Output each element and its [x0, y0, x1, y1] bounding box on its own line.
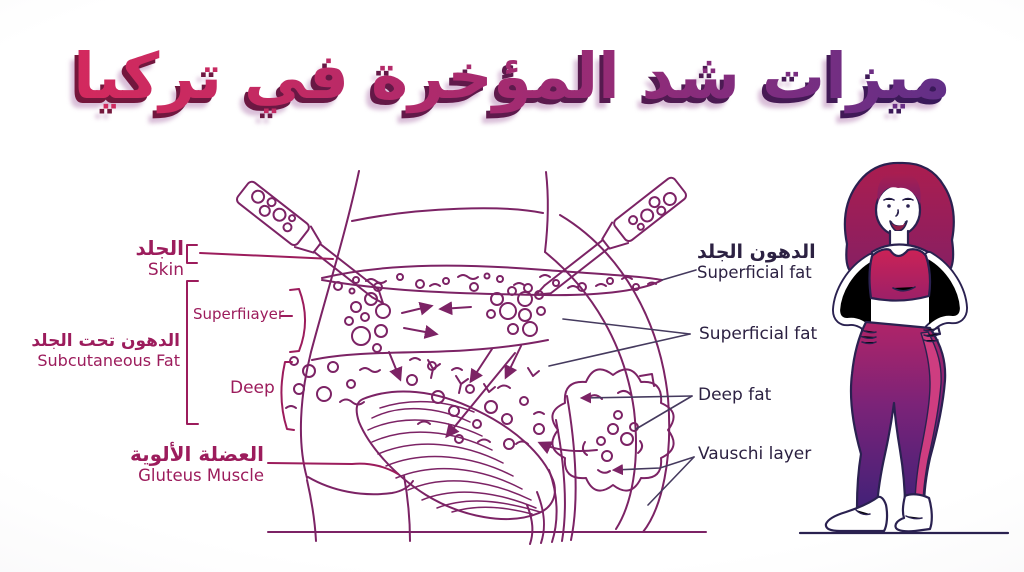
cannula-left	[236, 180, 384, 305]
vauschi-layer-blob	[551, 368, 675, 492]
superficial-top-leader	[661, 269, 697, 281]
bra-underbust-line	[892, 286, 916, 292]
page-title: ميزات شد المؤخرة في تركيا ميزات شد المؤخ…	[0, 22, 1024, 142]
label-skin-ar: الجلد	[135, 236, 185, 260]
flow-arrows	[388, 301, 598, 455]
page-title-soft-shadow: ميزات شد المؤخرة في تركيا	[0, 32, 1016, 142]
label-gluteus-muscle-en: Gluteus Muscle	[138, 466, 264, 485]
label-gluteus-muscle: العضلة الألوية Gluteus Muscle	[126, 442, 264, 485]
label-skin-en: Skin	[147, 260, 184, 280]
gluteus-leader-line	[267, 462, 399, 475]
label-superficial-fat-top: الدهون الجلد Superficial fat	[697, 241, 827, 282]
cross-section	[236, 170, 707, 545]
woman-left-shoe	[824, 495, 889, 533]
page-title-text: ميزات شد المؤخرة في تركيا	[0, 22, 1024, 132]
superficial-layer-arc	[289, 288, 306, 353]
subcutaneous-bracket	[186, 280, 199, 425]
woman-arms	[832, 251, 968, 336]
skin-band	[321, 264, 663, 297]
woman-fingers	[859, 327, 941, 345]
left-guides	[186, 244, 399, 475]
fat-cluster-left	[344, 292, 391, 353]
label-superficial-fat-mid-text: Superficial fat	[699, 324, 818, 344]
woman-illustration	[798, 161, 1010, 535]
superficial-mid-leader-2	[548, 333, 691, 367]
label-vauschi-layer: Vauschi layer	[698, 444, 811, 464]
label-deep-fat: Deep fat	[698, 385, 771, 405]
right-guides	[548, 269, 697, 506]
deep-fat-layer	[285, 339, 549, 450]
cannula-right	[535, 176, 687, 296]
skin-leader-line	[199, 252, 334, 260]
label-superficial-layer-text: Superfiıayer	[193, 305, 285, 323]
label-gluteus-muscle-ar: العضلة الألوية	[129, 442, 264, 466]
label-skin: الجلد Skin	[92, 236, 185, 280]
label-deep: Deep	[230, 378, 280, 398]
label-deep-text: Deep	[230, 378, 275, 398]
deep-fat-leader-1	[579, 392, 693, 404]
woman-face-features	[883, 197, 914, 232]
label-superficial-fat-mid: Superficial fat	[699, 324, 817, 344]
label-subcutaneous-fat: الدهون تحت الجلد Subcutaneous Fat	[24, 331, 180, 370]
page-title-extrude-shadow: ميزات شد المؤخرة في تركيا	[0, 27, 1020, 137]
label-superficial-layer: Superfiıayer	[193, 305, 285, 323]
superficial-mid-leader-1	[562, 318, 691, 335]
woman-sports-bra	[868, 248, 932, 302]
label-vauschi-layer-text: Vauschi layer	[698, 444, 812, 464]
label-superficial-fat-top-ar: الدهون الجلد	[697, 241, 816, 263]
label-superficial-fat-top-en: Superficial fat	[697, 263, 812, 282]
fat-cluster-right	[486, 286, 546, 337]
woman-fringe	[877, 172, 921, 204]
vauschi-leader-1	[611, 456, 695, 476]
gluteus-muscle-shape	[355, 390, 577, 545]
vauschi-leader-2	[647, 456, 695, 506]
woman-right-shoe	[894, 493, 933, 533]
label-deep-fat-text: Deep fat	[698, 385, 772, 405]
skin-bracket	[186, 244, 198, 264]
label-subcutaneous-fat-ar: الدهون تحت الجلد	[31, 331, 180, 351]
deep-layer-arc	[280, 361, 295, 431]
label-subcutaneous-fat-en: Subcutaneous Fat	[37, 351, 180, 370]
deep-fat-leader-2	[635, 395, 693, 430]
